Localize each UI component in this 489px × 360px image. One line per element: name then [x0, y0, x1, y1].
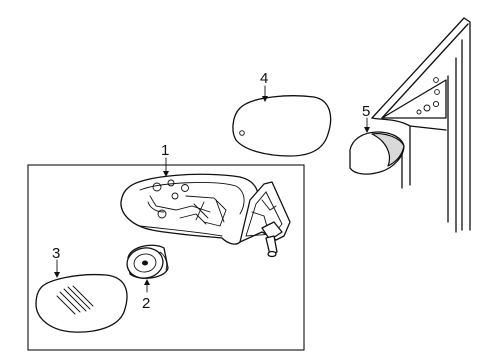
mirror-cover-part	[349, 131, 405, 175]
mirror-motor-part	[126, 244, 169, 279]
callout-label-5: 5	[362, 103, 370, 120]
mirror-glass-part	[35, 273, 128, 333]
mirror-base-part	[239, 181, 291, 258]
callout-label-2: 2	[142, 295, 150, 312]
mirror-housing-part	[120, 173, 259, 245]
callout-label-3: 3	[52, 245, 60, 262]
callout-label-4: 4	[260, 70, 268, 87]
door-frame-part	[371, 17, 471, 233]
mirror-glass-upper-part	[232, 95, 332, 157]
callout-arrows	[54, 85, 370, 293]
callout-label-1: 1	[161, 142, 169, 159]
